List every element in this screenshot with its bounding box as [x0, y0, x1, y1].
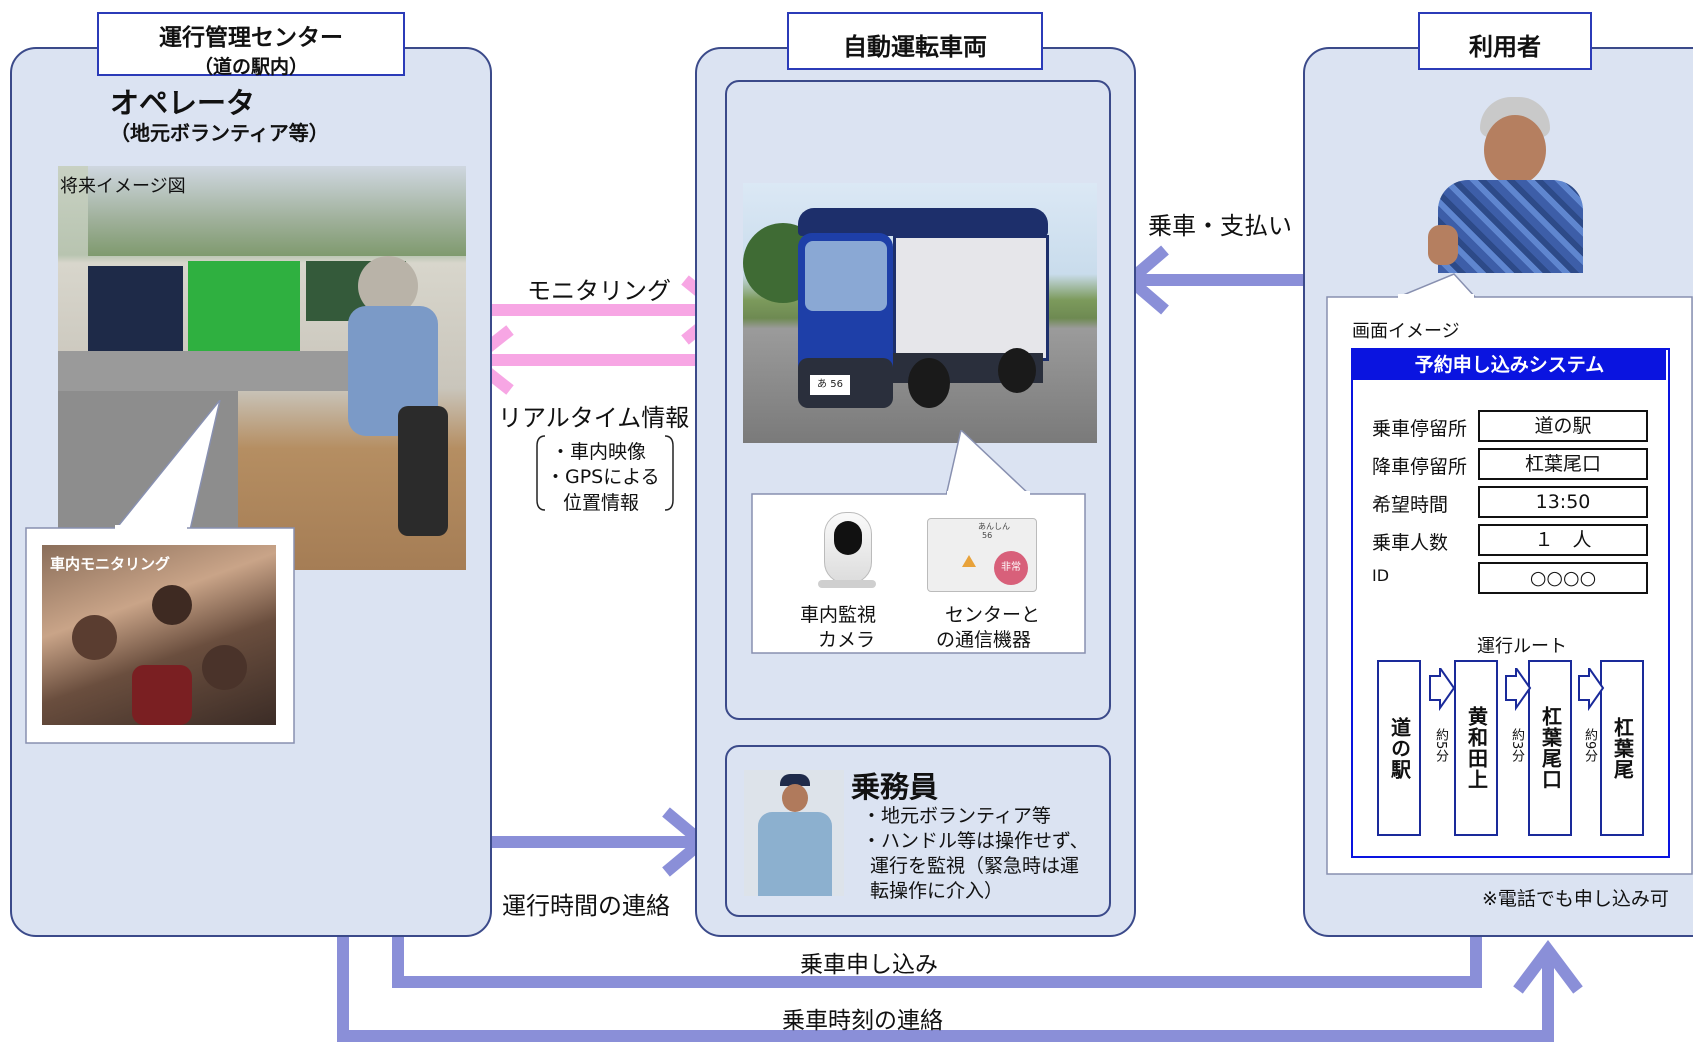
crew-body	[758, 812, 832, 896]
crew-line-4: 転操作に介入）	[870, 880, 1004, 902]
monitor-left	[88, 266, 183, 352]
control-room-image	[58, 166, 466, 570]
field-label-boarding: 乗車停留所	[1372, 418, 1468, 440]
field-desired-time[interactable]: 13:50	[1478, 486, 1648, 518]
route-stop-2: 黄和田上	[1454, 660, 1498, 836]
crew-line-3: 運行を監視（緊急時は運	[870, 855, 1080, 877]
board-pay-label: 乗車・支払い	[1148, 212, 1292, 240]
ride-request-label: 乗車申し込み	[800, 952, 938, 978]
route-stop-1-label: 道の駅	[1387, 716, 1412, 780]
screen-caption: 画面イメージ	[1352, 321, 1460, 342]
realtime-label: リアルタイム情報	[498, 404, 690, 432]
route-stop-4-label: 杠葉尾	[1610, 716, 1635, 780]
device-label-1: センターと	[945, 604, 1041, 626]
chair	[398, 406, 448, 536]
communication-device: あんしん 56 非常	[927, 518, 1037, 592]
route-duration-1: 約5分	[1433, 728, 1448, 763]
realtime-item-3: 位置情報	[563, 492, 640, 514]
ride-time-arrowhead	[1513, 940, 1583, 994]
camera-label-2: カメラ	[818, 629, 876, 651]
field-id[interactable]: ○○○○	[1478, 562, 1648, 594]
camera-base	[818, 580, 876, 588]
route-arrow-3	[1578, 668, 1605, 712]
crew-face	[782, 784, 808, 812]
center-subtitle: （道の駅内）	[193, 56, 308, 78]
device-label-2: の通信機器	[936, 629, 1032, 651]
route-stop-3-label: 杠葉尾口	[1538, 706, 1563, 790]
wheel-rear	[998, 348, 1036, 393]
vehicle-photo: あ 56	[743, 183, 1097, 443]
center-title: 運行管理センター	[159, 25, 343, 51]
wheel-front	[908, 358, 950, 408]
center-title-tab: 運行管理センター （道の駅内）	[97, 12, 405, 78]
phone-note: ※電話でも申し込み可	[1482, 888, 1669, 910]
route-stop-3: 杠葉尾口	[1528, 660, 1572, 836]
passenger-1	[72, 615, 117, 660]
route-title: 運行ルート	[1477, 636, 1567, 657]
crew-line-2: ・ハンドル等は操作せず、	[862, 830, 1089, 852]
realtime-brackets	[536, 435, 674, 511]
vehicle-title: 自動運転車両	[843, 33, 987, 61]
emergency-button: 非常	[994, 551, 1028, 585]
user-title: 利用者	[1469, 33, 1541, 61]
vehicle-title-tab: 自動運転車両	[787, 12, 1043, 70]
device-text-1: あんしん	[978, 522, 1010, 531]
passenger-3	[202, 645, 247, 690]
field-alighting-stop[interactable]: 杠葉尾口	[1478, 448, 1648, 480]
operator-label: オペレータ	[110, 86, 256, 120]
field-label-passengers: 乗車人数	[1372, 532, 1449, 554]
route-stop-1: 道の駅	[1377, 660, 1421, 836]
route-arrow-1	[1429, 668, 1456, 712]
user-hand	[1428, 225, 1458, 265]
window	[88, 166, 466, 256]
user-title-tab: 利用者	[1418, 12, 1592, 70]
route-arrows	[1429, 668, 1605, 712]
ride-time-label: 乗車時刻の連絡	[782, 1008, 943, 1034]
field-passenger-count[interactable]: １ 人	[1478, 524, 1648, 556]
passenger-2	[152, 585, 192, 625]
operator-note: （地元ボランティア等）	[110, 121, 329, 145]
device-text-2: 56	[982, 531, 993, 540]
crew-title: 乗務員	[851, 770, 939, 804]
camera-icon	[824, 512, 872, 584]
license-plate: あ 56	[810, 375, 850, 395]
route-stop-4: 杠葉尾	[1600, 660, 1644, 836]
user-photo	[1418, 95, 1583, 273]
reservation-header: 予約申し込みシステム	[1353, 350, 1666, 380]
realtime-item-2: ・GPSによる	[546, 466, 660, 488]
camera-lens	[834, 521, 862, 555]
monitor-caption: 車内モニタリング	[50, 555, 171, 573]
crew-line-1: ・地元ボランティア等	[862, 805, 1051, 827]
camera-label-1: 車内監視	[800, 604, 877, 626]
monitor-center	[188, 261, 300, 351]
in-car-monitoring-image	[42, 545, 276, 725]
warning-icon	[962, 555, 976, 567]
field-label-time: 希望時間	[1372, 494, 1449, 516]
field-label-id: ID	[1372, 566, 1390, 585]
route-duration-3: 約9分	[1582, 728, 1597, 763]
user-face	[1484, 115, 1546, 185]
monitoring-label: モニタリング	[527, 277, 671, 305]
vehicle-side	[893, 235, 1049, 361]
field-boarding-stop[interactable]: 道の駅	[1478, 410, 1648, 442]
operation-time-label: 運行時間の連絡	[502, 892, 670, 920]
vehicle-windshield	[805, 241, 887, 311]
crew-cap	[780, 774, 810, 786]
route-arrow-2	[1505, 668, 1532, 712]
image-caption: 将来イメージ図	[60, 176, 186, 197]
vehicle-roof	[798, 208, 1048, 236]
crew-photo	[744, 770, 844, 896]
route-stop-2-label: 黄和田上	[1464, 706, 1489, 790]
passenger-4	[132, 665, 192, 725]
realtime-item-1: ・車内映像	[551, 441, 647, 463]
user-shirt	[1438, 180, 1583, 273]
field-label-alighting: 降車停留所	[1372, 456, 1468, 478]
desk	[58, 351, 358, 391]
route-duration-2: 約3分	[1509, 728, 1524, 763]
